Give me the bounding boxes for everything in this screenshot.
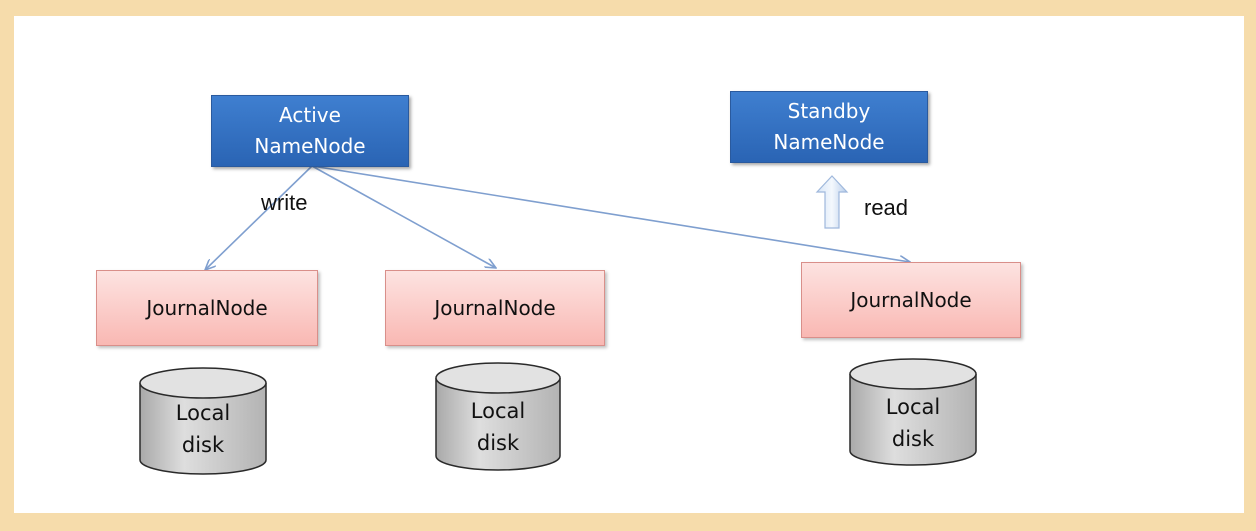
- local-disk-3: Local disk: [849, 358, 977, 466]
- journalnode-label: JournalNode: [434, 296, 556, 320]
- disk-label-line1: Local: [176, 401, 230, 425]
- disk-label-line1: Local: [471, 399, 525, 423]
- write-label: write: [261, 190, 308, 215]
- write-arrow-1: [205, 165, 313, 270]
- write-arrow-3: [311, 165, 910, 262]
- journalnode-2: JournalNode: [385, 270, 605, 346]
- disk-label-line2: disk: [182, 433, 225, 457]
- local-disk-2: Local disk: [435, 362, 561, 471]
- disk-label-line2: disk: [892, 427, 935, 451]
- journalnode-label: JournalNode: [850, 288, 972, 312]
- disk-label-line1: Local: [886, 395, 940, 419]
- journalnode-3: JournalNode: [801, 262, 1021, 338]
- standby-namenode: Standby NameNode: [730, 91, 928, 163]
- active-namenode: Active NameNode: [211, 95, 409, 167]
- standby-namenode-label: Standby NameNode: [773, 99, 885, 154]
- read-label: read: [864, 195, 909, 220]
- journalnode-1: JournalNode: [96, 270, 318, 346]
- local-disk-1: Local disk: [139, 367, 267, 475]
- active-namenode-label: Active NameNode: [254, 103, 366, 158]
- journalnode-label: JournalNode: [146, 296, 268, 320]
- read-up-arrow-icon: [815, 175, 849, 229]
- write-arrow-2: [311, 165, 496, 268]
- disk-label-line2: disk: [477, 431, 520, 455]
